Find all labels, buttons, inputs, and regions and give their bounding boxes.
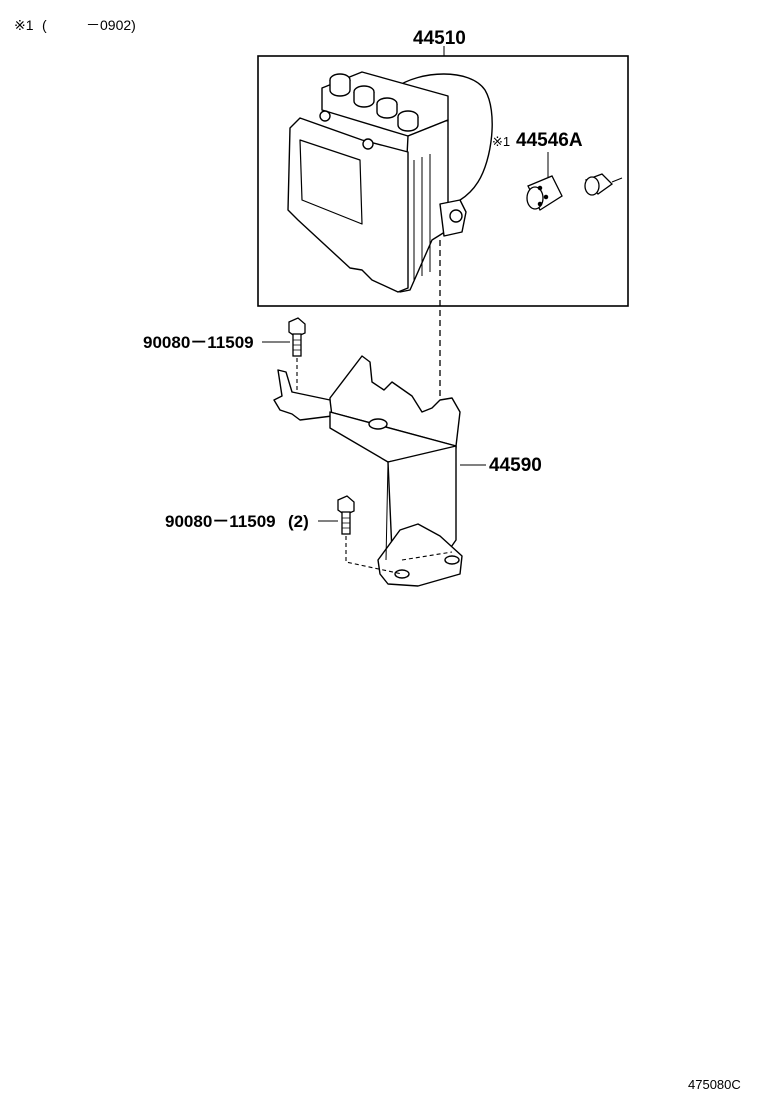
abs-actuator xyxy=(287,71,493,293)
part-label-actuator: 44510 xyxy=(413,28,466,49)
connector-parts xyxy=(526,152,623,211)
part-label-bolt-lower-qty: (2) xyxy=(288,512,309,531)
note-marker: ※1 xyxy=(14,17,34,33)
part-label-bolt-upper: 90080－11509 xyxy=(143,333,254,352)
bolt-lower xyxy=(318,495,453,575)
part-label-bracket: 44590 xyxy=(489,455,542,476)
drawing-id: 475080C xyxy=(688,1077,741,1092)
connector-marker: ※1 xyxy=(492,134,510,149)
note-open-paren: ( xyxy=(42,17,47,33)
bracket xyxy=(273,355,463,587)
actuator-assembly-box xyxy=(257,55,629,307)
applicability-note: ※1 ( －0902) xyxy=(14,17,136,33)
part-label-bolt-lower: 90080－11509 xyxy=(165,512,276,531)
bolt-upper xyxy=(262,317,306,400)
note-range: －0902) xyxy=(86,17,136,33)
part-label-connector: 44546A xyxy=(516,130,583,151)
